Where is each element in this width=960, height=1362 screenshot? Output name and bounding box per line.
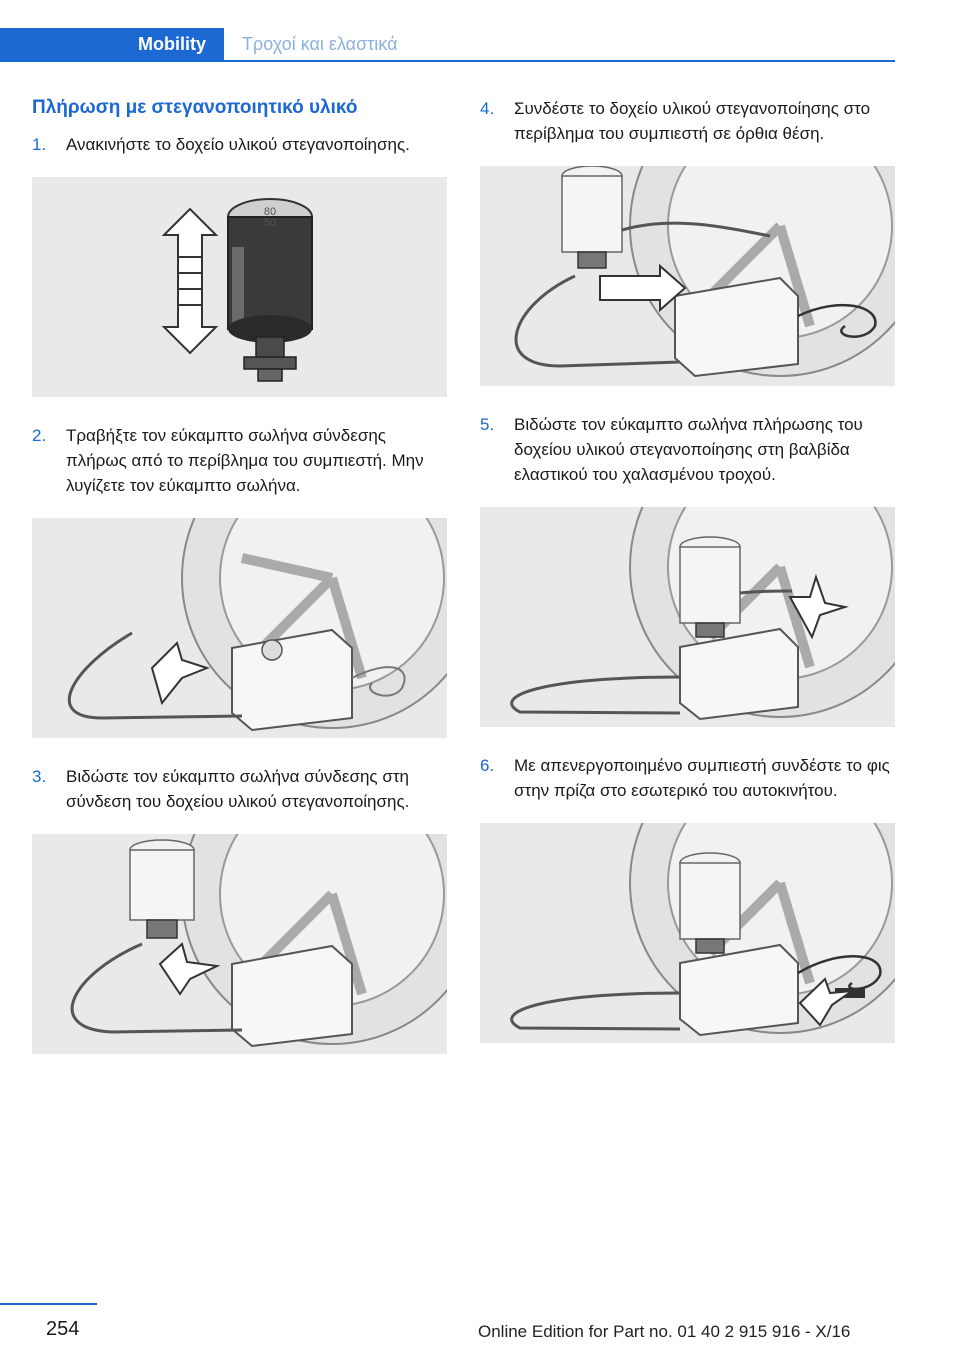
right-column: 4. Συνδέστε το δοχείο υλικού στεγανοποίη… — [480, 96, 895, 1069]
step-text: Με απενεργοποιημένο συμπιεστή συνδέ­στε … — [514, 756, 890, 800]
pull-hose-illustration — [67, 518, 447, 732]
sealant-bottle-icon — [679, 546, 741, 624]
step-4: 4. Συνδέστε το δοχείο υλικού στεγανοποίη… — [480, 96, 895, 146]
step-text: Βιδώστε τον εύκαμπτο σωλήνα σύνδεσης στη… — [66, 767, 410, 811]
compressor-icon — [679, 943, 799, 1037]
step-5: 5. Βιδώστε τον εύκαμπτο σωλήνα πλήρωσης … — [480, 412, 895, 487]
arrow-icon — [599, 263, 687, 313]
svg-text:50: 50 — [264, 217, 276, 229]
sealant-bottle-icon — [679, 862, 741, 940]
figure-plug-socket — [480, 823, 895, 1043]
step-text: Βιδώστε τον εύκαμπτο σωλήνα πλήρωσης του… — [514, 415, 863, 484]
double-arrow-icon — [161, 207, 219, 355]
chapter-tab-wheels-tyres: Τροχοί και ελαστικά — [242, 33, 398, 54]
step-2: 2. Τραβήξτε τον εύκαμπτο σωλήνα σύνδεσης… — [32, 423, 447, 498]
svg-text:80: 80 — [264, 206, 276, 218]
shake-bottle-illustration: 80 50 — [161, 198, 313, 382]
step-text: Ανακινήστε το δοχείο υλικού στεγανοποίη­… — [66, 135, 410, 154]
compressor-icon — [231, 944, 353, 1048]
arrow-icon — [798, 977, 856, 1027]
connect-bottle-illustration — [514, 166, 895, 378]
step-number: 4. — [480, 99, 495, 118]
step-number: 3. — [32, 767, 47, 786]
compressor-icon — [231, 628, 353, 732]
screw-hose-valve-illustration — [510, 507, 895, 721]
compressor-icon — [674, 276, 799, 378]
figure-shake-sealant-bottle: 80 50 — [32, 177, 447, 397]
figure-pull-hose — [32, 518, 447, 738]
chapter-header: Mobility Τροχοί και ελαστικά — [0, 28, 895, 62]
step-1: 1. Ανακινήστε το δοχείο υλικού στεγανοπο… — [32, 132, 447, 157]
figure-connect-bottle-compressor — [480, 166, 895, 386]
arrow-icon — [150, 641, 210, 706]
left-column: Πλήρωση με στεγανοποιητικό υλικό 1. Ανακ… — [32, 96, 447, 1080]
arrow-icon — [788, 573, 849, 640]
step-text: Τραβήξτε τον εύκαμπτο σωλήνα σύνδεσης πλ… — [66, 426, 424, 495]
section-tab-mobility: Mobility — [0, 28, 224, 60]
figure-screw-hose-bottle — [32, 834, 447, 1054]
step-text: Συνδέστε το δοχείο υλικού στεγανοποίη­ση… — [514, 99, 871, 143]
page-number: 254 — [46, 1318, 80, 1340]
edition-note: Online Edition for Part no. 01 40 2 915 … — [478, 1322, 851, 1341]
step-6: 6. Με απενεργοποιημένο συμπιεστή συνδέ­σ… — [480, 753, 895, 803]
step-number: 2. — [32, 426, 47, 445]
page-number-rule — [0, 1303, 97, 1305]
sealant-bottle-icon — [129, 849, 195, 921]
step-3: 3. Βιδώστε τον εύκαμπτο σωλήνα σύνδεσης … — [32, 764, 447, 814]
sealant-bottle-icon — [561, 175, 623, 253]
section-title: Πλήρωση με στεγανοποιητικό υλικό — [32, 97, 358, 118]
plug-socket-illustration — [510, 823, 895, 1037]
arrow-icon — [158, 942, 221, 996]
step-number: 6. — [480, 756, 495, 775]
step-number: 5. — [480, 415, 495, 434]
figure-screw-hose-valve — [480, 507, 895, 727]
step-number: 1. — [32, 135, 47, 154]
screw-hose-illustration — [70, 834, 447, 1048]
compressor-icon — [679, 627, 799, 721]
